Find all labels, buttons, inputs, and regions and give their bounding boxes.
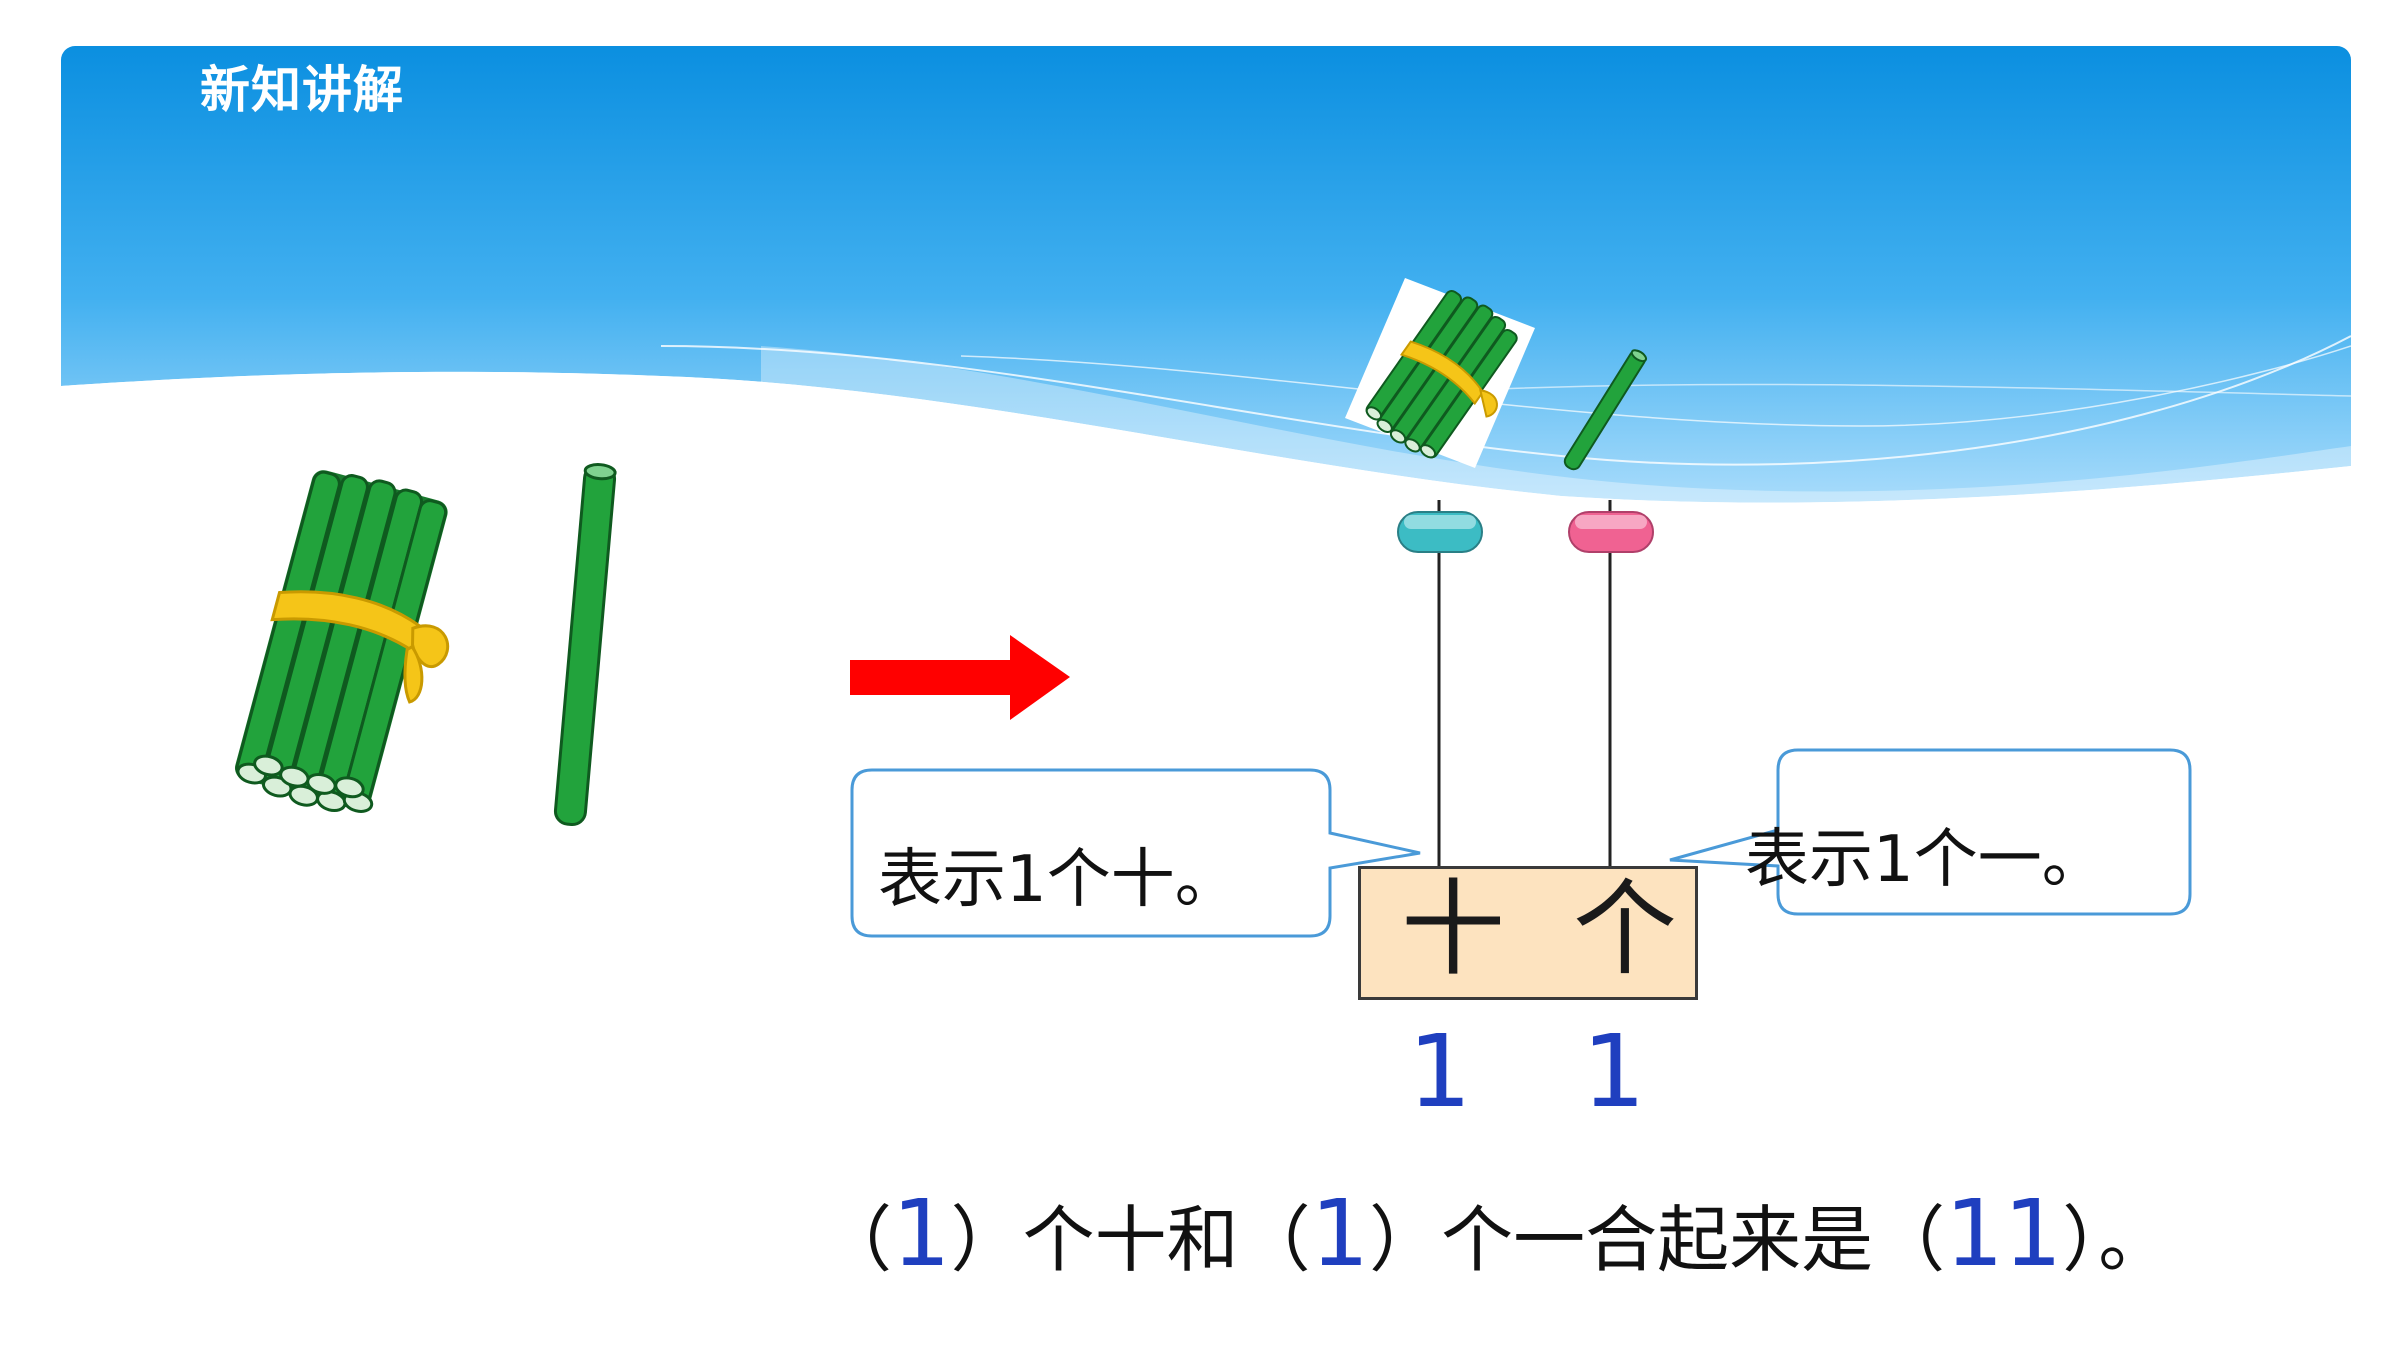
sentence-open: （ [820,1198,893,1282]
callout-tens-text: 表示1个十。 [878,843,1239,917]
small-stick-bundle-icon [1345,278,1535,468]
header-wave [61,46,2351,506]
callout-tens-bubble [850,768,1421,938]
answer-total: 11 [1945,1180,2063,1287]
answer-tens: 1 [892,1180,951,1287]
sentence-part1: ）个十和（ [950,1198,1311,1282]
answer-ones: 1 [1310,1180,1370,1287]
right-arrow-icon [850,635,1070,720]
callout-ones-bubble [1669,748,2192,916]
sentence-part2: ）个一合起来是（ [1369,1198,1946,1282]
stick-bundle-icon [234,470,450,813]
fill-in-sentence: （ 1 ）个十和（ 1 ）个一合起来是（ 11 ）。 [820,1180,2170,1287]
ones-digit: 1 [1582,1013,1646,1130]
small-single-stick-icon [1563,349,1648,471]
abacus-bead-icon [1397,511,1483,553]
ones-place-label: 个 [1573,868,1678,990]
tens-digit: 1 [1408,1013,1472,1130]
tens-place-label: 十 [1401,868,1506,990]
place-value-box: 十 个 [1358,866,1698,1000]
callout-ones-text: 表示1个一。 [1745,823,2106,897]
header-band [61,46,2351,506]
section-title: 新知讲解 [200,61,404,119]
single-stick-icon [553,463,617,827]
abacus-rods [1397,500,1654,868]
abacus-bead-icon [1568,511,1654,553]
sentence-part3: ）。 [2062,1198,2171,1282]
